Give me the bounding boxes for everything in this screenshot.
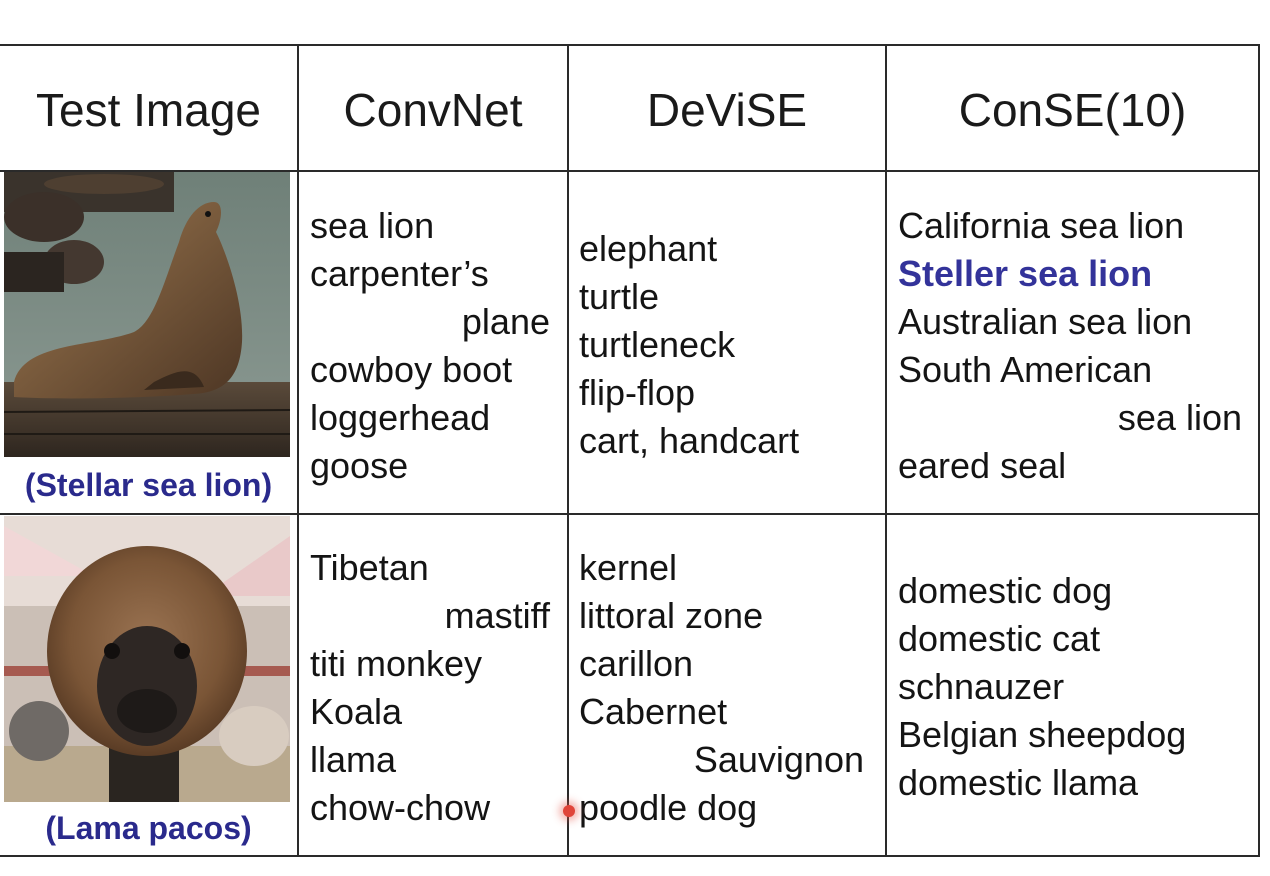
list-item: Sauvignon <box>693 739 864 780</box>
row2-devise-list: kernel littoral zone carillon Cabernet S… <box>579 544 864 832</box>
table-top-border <box>0 44 1260 46</box>
list-item: sea lion <box>1117 397 1242 438</box>
column-divider-1 <box>297 44 299 857</box>
table-right-border <box>1258 44 1260 857</box>
pointer-indicator <box>563 805 575 817</box>
list-item: Cabernet <box>579 691 728 732</box>
list-item: carpenter’s <box>310 253 489 294</box>
list-item: carillon <box>579 643 694 684</box>
list-item: kernel <box>579 547 678 588</box>
list-item: domestic dog <box>898 570 1113 611</box>
list-item: llama <box>310 739 397 780</box>
column-divider-2 <box>567 44 569 857</box>
row2-conse-list: domestic dog domestic cat schnauzer Belg… <box>898 567 1242 807</box>
list-item: elephant <box>579 228 718 269</box>
list-item: sea lion <box>310 205 435 246</box>
list-item: domestic llama <box>898 762 1139 803</box>
list-item: loggerhead <box>310 397 491 438</box>
list-item: flip-flop <box>579 372 696 413</box>
list-item: turtleneck <box>579 324 736 365</box>
header-test-image: Test Image <box>36 84 261 136</box>
row-divider <box>0 513 1260 515</box>
row1-devise-list: elephant turtle turtleneck flip-flop car… <box>579 225 879 465</box>
list-item: Tibetan <box>310 547 429 588</box>
header-row-divider <box>0 170 1260 172</box>
list-item: chow-chow <box>310 787 491 828</box>
list-item: schnauzer <box>898 666 1065 707</box>
list-item: poodle dog <box>579 787 758 828</box>
list-item: Belgian sheepdog <box>898 714 1187 755</box>
row1-convnet-list: sea lion carpenter’s plane cowboy boot l… <box>310 202 550 490</box>
list-item: California sea lion <box>898 205 1185 246</box>
list-item: plane <box>461 301 550 342</box>
list-item: cart, handcart <box>579 420 800 461</box>
list-item: Australian sea lion <box>898 301 1193 342</box>
list-item: turtle <box>579 276 660 317</box>
table-bottom-border <box>0 855 1260 857</box>
sea-lion-illustration <box>4 172 290 457</box>
caption-alpaca: (Lama pacos) <box>45 810 252 846</box>
list-item: eared seal <box>898 445 1067 486</box>
list-item: domestic cat <box>898 618 1101 659</box>
header-convnet: ConvNet <box>343 84 523 136</box>
list-item: mastiff <box>444 595 550 636</box>
sea-lion-photo <box>4 172 290 457</box>
header-devise: DeViSE <box>646 84 808 136</box>
list-item: goose <box>310 445 409 486</box>
list-item: titi monkey <box>310 643 483 684</box>
highlighted-list-item: Steller sea lion <box>898 253 1153 294</box>
list-item: cowboy boot <box>310 349 513 390</box>
column-divider-3 <box>885 44 887 857</box>
row1-conse-list: California sea lion Steller sea lion Aus… <box>898 202 1242 490</box>
list-item: littoral zone <box>579 595 764 636</box>
list-item: South American <box>898 349 1153 390</box>
row2-convnet-list: Tibetan mastiff titi monkey Koala llama … <box>310 544 550 832</box>
header-conse: ConSE(10) <box>958 84 1187 136</box>
caption-sea-lion: (Stellar sea lion) <box>24 467 273 503</box>
alpaca-illustration <box>4 516 290 802</box>
list-item: Koala <box>310 691 403 732</box>
alpaca-photo <box>4 516 290 802</box>
